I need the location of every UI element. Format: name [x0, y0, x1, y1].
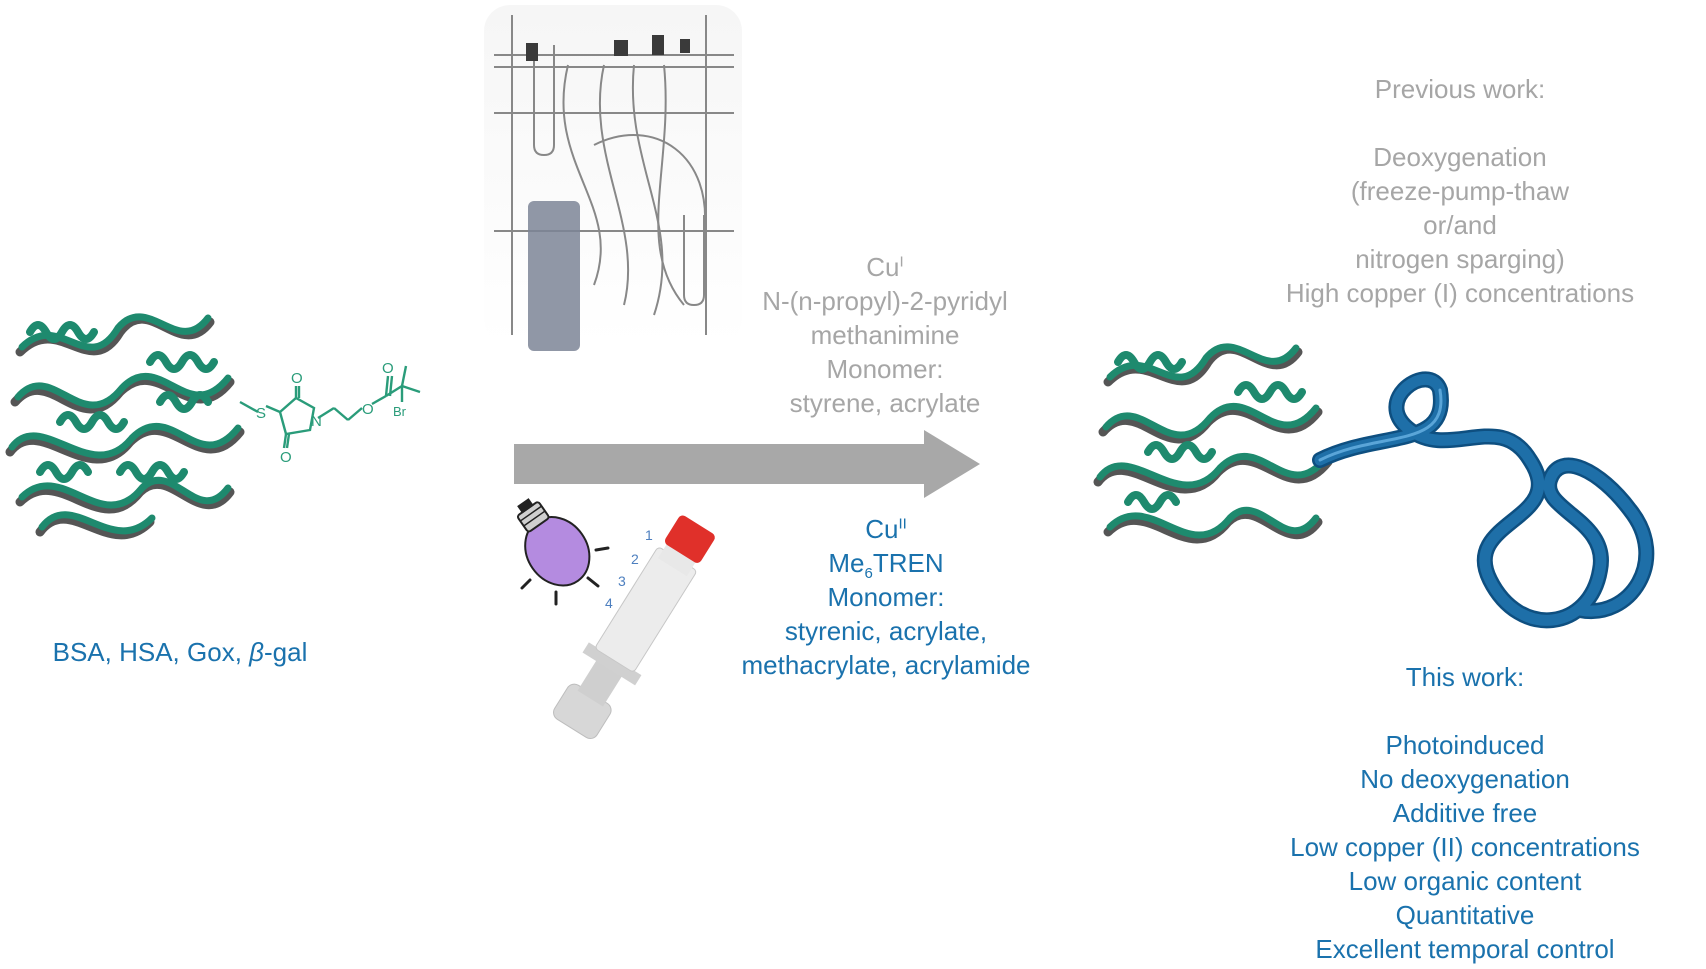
- this-ligand-prefix: Me: [828, 548, 865, 578]
- atom-o-bottom: O: [280, 449, 292, 466]
- syringe-tick-2: 2: [631, 551, 639, 567]
- atom-o-ester: O: [362, 401, 374, 418]
- previous-copper-base: Cu: [866, 252, 900, 282]
- this-copper: CuII: [706, 512, 1066, 546]
- protein-label-suffix: -gal: [264, 637, 308, 667]
- previous-work-item-3: or/and: [1423, 210, 1497, 240]
- this-work-item-2: No deoxygenation: [1360, 764, 1570, 794]
- this-work-item-6: Quantitative: [1395, 900, 1535, 930]
- schlenk-line-photo: [484, 5, 742, 351]
- this-monomer-list-1: styrenic, acrylate,: [784, 616, 988, 646]
- initiator-structure: S O N O O O Br: [239, 360, 421, 466]
- this-ligand: Me6TREN: [706, 546, 1066, 583]
- this-work-item-7: Excellent temporal control: [1315, 934, 1615, 964]
- syringe-tick-3: 3: [618, 573, 626, 589]
- this-copper-base: Cu: [865, 514, 899, 544]
- this-conditions: CuII Me6TREN Monomer: styrenic, acrylate…: [706, 512, 1066, 682]
- this-monomer-list-2: methacrylate, acrylamide: [741, 650, 1031, 680]
- previous-work: Previous work: Deoxygenation (freeze-pum…: [1200, 72, 1706, 310]
- this-monomer-heading: Monomer:: [827, 582, 945, 612]
- this-ligand-subscript: 6: [864, 565, 873, 583]
- syringe-icon: 1 2 3 4: [553, 515, 715, 740]
- protein-label-italic: β: [249, 637, 264, 667]
- this-ligand-suffix: TREN: [872, 548, 944, 578]
- reaction-arrow: [514, 430, 980, 498]
- protein-structure-right: [1093, 343, 1333, 544]
- atom-s: S: [256, 405, 266, 422]
- atom-o-carbonyl: O: [382, 360, 394, 377]
- syringe-tick-4: 4: [605, 595, 613, 611]
- previous-work-item-2: (freeze-pump-thaw: [1350, 176, 1570, 206]
- previous-work-item-1: Deoxygenation: [1373, 142, 1547, 172]
- atom-br: Br: [393, 404, 407, 419]
- previous-ligand-line-2: methanimine: [810, 320, 960, 350]
- previous-copper-oxidation: I: [899, 253, 904, 271]
- previous-monomer-list: styrene, acrylate: [789, 388, 981, 418]
- previous-work-heading: Previous work:: [1374, 74, 1546, 104]
- atom-o-top: O: [291, 370, 303, 387]
- this-work-item-3: Additive free: [1392, 798, 1538, 828]
- syringe-tick-1: 1: [645, 527, 653, 543]
- protein-label: BSA, HSA, Gox, β-gal: [20, 635, 340, 669]
- previous-monomer-heading: Monomer:: [826, 354, 944, 384]
- this-work-heading: This work:: [1405, 662, 1525, 692]
- protein-structure-left: [5, 313, 245, 540]
- polymer-chain: [1312, 371, 1655, 629]
- protein-label-text: BSA, HSA, Gox,: [52, 637, 250, 667]
- this-work-item-5: Low organic content: [1348, 866, 1582, 896]
- previous-ligand-line-1: N-(n-propyl)-2-pyridyl: [762, 286, 1008, 316]
- previous-conditions: CuI N-(n-propyl)-2-pyridyl methanimine M…: [700, 250, 1070, 420]
- previous-work-item-5: High copper (I) concentrations: [1285, 278, 1635, 308]
- atom-n: N: [311, 413, 322, 430]
- previous-copper: CuI: [700, 250, 1070, 284]
- previous-work-item-4: nitrogen sparging): [1355, 244, 1565, 274]
- this-work-item-1: Photoinduced: [1385, 730, 1545, 760]
- this-copper-oxidation: II: [898, 515, 907, 533]
- this-work-item-4: Low copper (II) concentrations: [1290, 832, 1640, 862]
- this-work: This work: Photoinduced No deoxygenation…: [1230, 660, 1700, 966]
- light-bulb-icon: [516, 498, 610, 606]
